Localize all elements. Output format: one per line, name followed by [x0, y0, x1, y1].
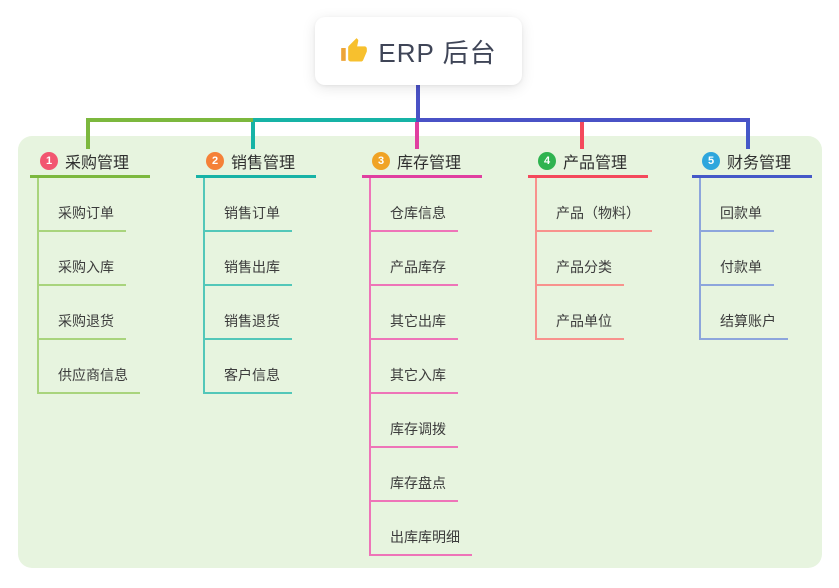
children-connector-line: [535, 178, 537, 340]
branch-label: 销售管理: [231, 154, 296, 172]
branch-3-column: 3 库存管理 仓库信息 产品库存 其它出库 其它入库 库存调拨 库存盘点 出库库…: [362, 146, 512, 556]
child-row: 客户信息: [196, 340, 346, 394]
mindmap-child-node[interactable]: 回款单: [699, 203, 774, 232]
branch-1-header[interactable]: 1 采购管理: [30, 146, 150, 178]
branch-2-column: 2 销售管理 销售订单 销售出库 销售退货 客户信息: [196, 146, 346, 394]
child-row: 仓库信息: [362, 178, 512, 232]
child-row: 产品（物料）: [528, 178, 678, 232]
child-row: 销售出库: [196, 232, 346, 286]
child-row: 其它入库: [362, 340, 512, 394]
thumbs-up-icon: [340, 37, 368, 65]
mindmap-child-node[interactable]: 出库库明细: [369, 527, 472, 556]
child-row: 回款单: [692, 178, 839, 232]
mindmap-child-node[interactable]: 其它出库: [369, 311, 458, 340]
child-row: 结算账户: [692, 286, 839, 340]
children-connector-line: [37, 178, 39, 394]
mindmap-child-node[interactable]: 产品分类: [535, 257, 624, 286]
child-row: 采购退货: [30, 286, 180, 340]
branch-2-drop-line: [251, 118, 255, 149]
child-row: 产品库存: [362, 232, 512, 286]
mindmap-child-node[interactable]: 产品单位: [535, 311, 624, 340]
branch-5-drop-line: [746, 118, 750, 149]
mindmap-child-node[interactable]: 销售订单: [203, 203, 292, 232]
child-row: 产品单位: [528, 286, 678, 340]
mindmap-child-node[interactable]: 仓库信息: [369, 203, 458, 232]
mindmap-child-node[interactable]: 销售退货: [203, 311, 292, 340]
bus-segment-indigo: [416, 118, 750, 122]
mindmap-child-node[interactable]: 库存调拨: [369, 419, 458, 448]
mindmap-child-node[interactable]: 采购订单: [37, 203, 126, 232]
child-row: 采购订单: [30, 178, 180, 232]
branch-3-drop-line: [415, 118, 419, 149]
mindmap-child-node[interactable]: 其它入库: [369, 365, 458, 394]
branch-children: 销售订单 销售出库 销售退货 客户信息: [196, 178, 346, 394]
child-row: 付款单: [692, 232, 839, 286]
branch-children: 回款单 付款单 结算账户: [692, 178, 839, 340]
children-connector-line: [369, 178, 371, 556]
root-stem-line: [416, 85, 420, 122]
branch-label: 财务管理: [727, 154, 792, 172]
branch-children: 采购订单 采购入库 采购退货 供应商信息: [30, 178, 180, 394]
branch-children: 产品（物料） 产品分类 产品单位: [528, 178, 678, 340]
child-row: 供应商信息: [30, 340, 180, 394]
branch-number-badge: 3: [372, 151, 390, 170]
children-connector-line: [699, 178, 701, 340]
branch-4-header[interactable]: 4 产品管理: [528, 146, 648, 178]
mindmap-child-node[interactable]: 采购入库: [37, 257, 126, 286]
branch-5-header[interactable]: 5 财务管理: [692, 146, 812, 178]
mindmap-child-node[interactable]: 产品库存: [369, 257, 458, 286]
mindmap-child-node[interactable]: 结算账户: [699, 311, 788, 340]
branch-number-badge: 4: [538, 151, 556, 170]
root-node[interactable]: ERP 后台: [315, 17, 522, 85]
child-row: 销售订单: [196, 178, 346, 232]
child-row: 库存调拨: [362, 394, 512, 448]
branch-1-drop-line: [86, 118, 90, 149]
branch-4-column: 4 产品管理 产品（物料） 产品分类 产品单位: [528, 146, 678, 340]
bus-segment-teal: [253, 118, 419, 122]
bus-segment-green: [88, 118, 253, 122]
branch-label: 库存管理: [397, 154, 462, 172]
branch-4-drop-line: [580, 118, 584, 149]
mindmap-child-node[interactable]: 采购退货: [37, 311, 126, 340]
mindmap-child-node[interactable]: 客户信息: [203, 365, 292, 394]
branch-children: 仓库信息 产品库存 其它出库 其它入库 库存调拨 库存盘点 出库库明细: [362, 178, 512, 556]
branch-1-column: 1 采购管理 采购订单 采购入库 采购退货 供应商信息: [30, 146, 180, 394]
branch-label: 采购管理: [65, 154, 130, 172]
branch-2-header[interactable]: 2 销售管理: [196, 146, 316, 178]
child-row: 产品分类: [528, 232, 678, 286]
child-row: 销售退货: [196, 286, 346, 340]
branch-number-badge: 5: [702, 151, 720, 170]
branches-panel: [18, 136, 822, 568]
branch-number-badge: 2: [206, 151, 224, 170]
child-row: 库存盘点: [362, 448, 512, 502]
child-row: 采购入库: [30, 232, 180, 286]
branch-5-column: 5 财务管理 回款单 付款单 结算账户: [692, 146, 839, 340]
children-connector-line: [203, 178, 205, 394]
mindmap-child-node[interactable]: 库存盘点: [369, 473, 458, 502]
branch-3-header[interactable]: 3 库存管理: [362, 146, 482, 178]
branch-label: 产品管理: [563, 154, 628, 172]
child-row: 出库库明细: [362, 502, 512, 556]
branch-number-badge: 1: [40, 151, 58, 170]
root-title: ERP 后台: [378, 37, 497, 68]
mindmap-child-node[interactable]: 产品（物料）: [535, 203, 652, 232]
mindmap-child-node[interactable]: 付款单: [699, 257, 774, 286]
child-row: 其它出库: [362, 286, 512, 340]
mindmap-child-node[interactable]: 销售出库: [203, 257, 292, 286]
mindmap-child-node[interactable]: 供应商信息: [37, 365, 140, 394]
